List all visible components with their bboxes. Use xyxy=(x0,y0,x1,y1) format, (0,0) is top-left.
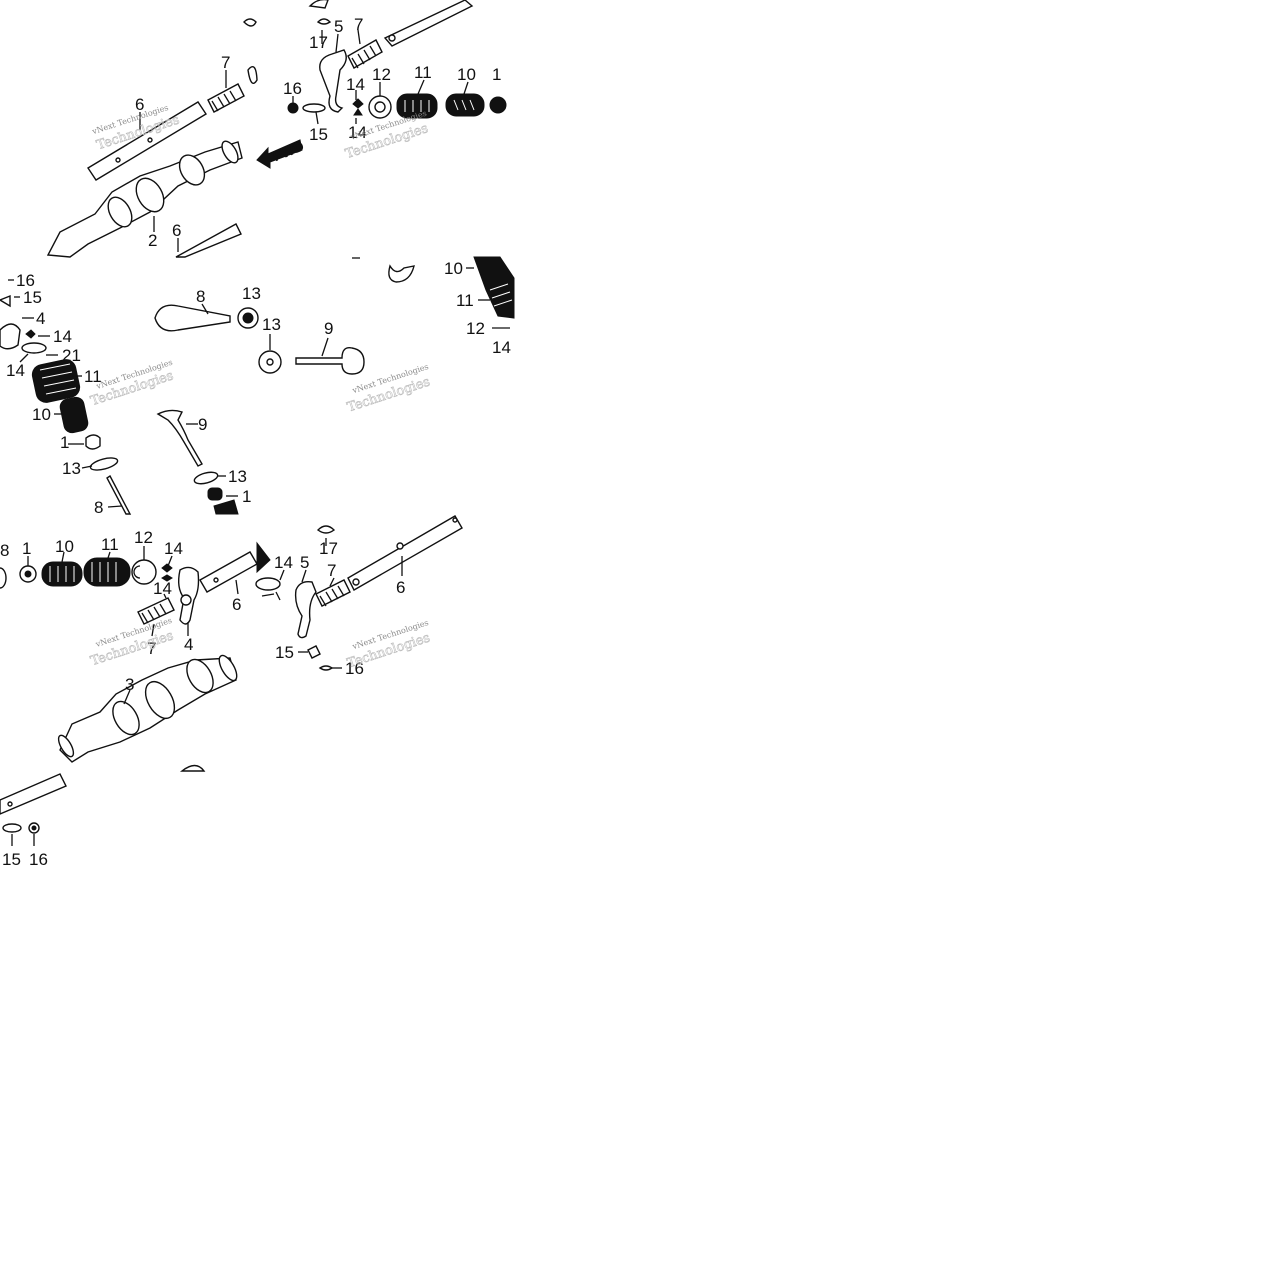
tile-rocker-assembly-top: FWD 17 5 7 16 14 12 11 10 1 15 14 Techno… xyxy=(256,0,507,169)
callout-21: 21 xyxy=(62,346,81,365)
callout-1: 1 xyxy=(60,433,69,452)
callout-14: 14 xyxy=(6,361,25,380)
callout-8: 8 xyxy=(196,287,205,306)
callout-2: 2 xyxy=(148,231,157,250)
callout-13: 13 xyxy=(242,284,261,303)
callout-15: 15 xyxy=(23,288,42,307)
callout-15: 15 xyxy=(275,643,294,662)
callout-14: 14 xyxy=(53,327,72,346)
valve-8-part xyxy=(106,474,132,515)
callout-5: 5 xyxy=(300,553,309,572)
callout-17: 17 xyxy=(319,539,338,558)
callout-14: 14 xyxy=(348,123,367,142)
callout-12: 12 xyxy=(372,65,391,84)
callout-10: 10 xyxy=(32,405,51,424)
rocker-arm-5-part xyxy=(294,580,317,639)
callout-12: 12 xyxy=(134,528,153,547)
callout-16: 16 xyxy=(29,850,48,869)
spring-7-part xyxy=(347,39,383,69)
callout-11: 11 xyxy=(414,63,432,82)
callout-6: 6 xyxy=(135,95,144,114)
valve-8b-part xyxy=(154,304,231,332)
callout-16: 16 xyxy=(345,659,364,678)
callout-7: 7 xyxy=(147,639,156,658)
callout-8: 8 xyxy=(94,498,103,517)
callout-15: 15 xyxy=(309,125,328,144)
spring-7-part xyxy=(315,579,351,607)
callout-14: 14 xyxy=(346,75,365,94)
callout-8: 8 xyxy=(0,541,9,560)
callout-13: 13 xyxy=(62,459,81,478)
callout-3: 3 xyxy=(125,675,134,694)
callout-14: 14 xyxy=(164,539,183,558)
callout-9: 9 xyxy=(198,415,207,434)
callout-14: 14 xyxy=(492,338,511,357)
callout-10: 10 xyxy=(55,537,74,556)
valve-9b-part xyxy=(295,347,365,375)
callout-16: 16 xyxy=(16,271,35,290)
callout-1: 1 xyxy=(492,65,501,84)
callout-5: 5 xyxy=(334,17,343,36)
callout-7: 7 xyxy=(327,561,336,580)
callout-12: 12 xyxy=(466,319,485,338)
rocker-shaft-6-part xyxy=(199,551,258,593)
tile-valve-assembly-right: 13 9 10 11 12 14 Technologies vNext Tech… xyxy=(258,256,515,416)
callout-14: 14 xyxy=(153,579,172,598)
callout-6: 6 xyxy=(396,578,405,597)
callout-16: 16 xyxy=(283,79,302,98)
callout-11: 11 xyxy=(84,367,102,386)
callout-1: 1 xyxy=(242,487,251,506)
callout-10: 10 xyxy=(457,65,476,84)
callout-7: 7 xyxy=(221,53,230,72)
callout-11: 11 xyxy=(456,291,474,310)
tile-camshaft-3: 8 1 10 11 12 14 14 7 4 6 3 Technologies … xyxy=(0,528,258,869)
rocker-arm-5-part xyxy=(319,49,347,113)
callout-4: 4 xyxy=(184,635,193,654)
fwd-label: FWD xyxy=(271,138,307,165)
tile-rocker-assembly-bottom: 14 5 17 7 6 15 16 Technologies vNext Tec… xyxy=(255,515,463,678)
callout-14: 14 xyxy=(274,553,293,572)
callout-4: 4 xyxy=(36,309,45,328)
callout-13: 13 xyxy=(228,467,247,486)
tile-valve-assembly-left: 16 15 4 14 21 14 11 10 1 13 8 8 13 9 13 … xyxy=(0,271,261,517)
callout-10: 10 xyxy=(444,259,463,278)
rocker-shaft-6-part xyxy=(347,515,463,591)
callout-7: 7 xyxy=(354,15,363,34)
callout-6: 6 xyxy=(232,595,241,614)
callout-9: 9 xyxy=(324,319,333,338)
callout-15: 15 xyxy=(2,850,21,869)
valve-9-part xyxy=(156,409,203,467)
callout-17: 17 xyxy=(309,33,328,52)
tile-camshaft-2: 7 6 2 6 Technologies vNext Technologies xyxy=(46,18,258,258)
callout-1: 1 xyxy=(22,539,31,558)
callout-13: 13 xyxy=(262,315,281,334)
callout-11: 11 xyxy=(101,535,119,554)
callout-6: 6 xyxy=(172,221,181,240)
